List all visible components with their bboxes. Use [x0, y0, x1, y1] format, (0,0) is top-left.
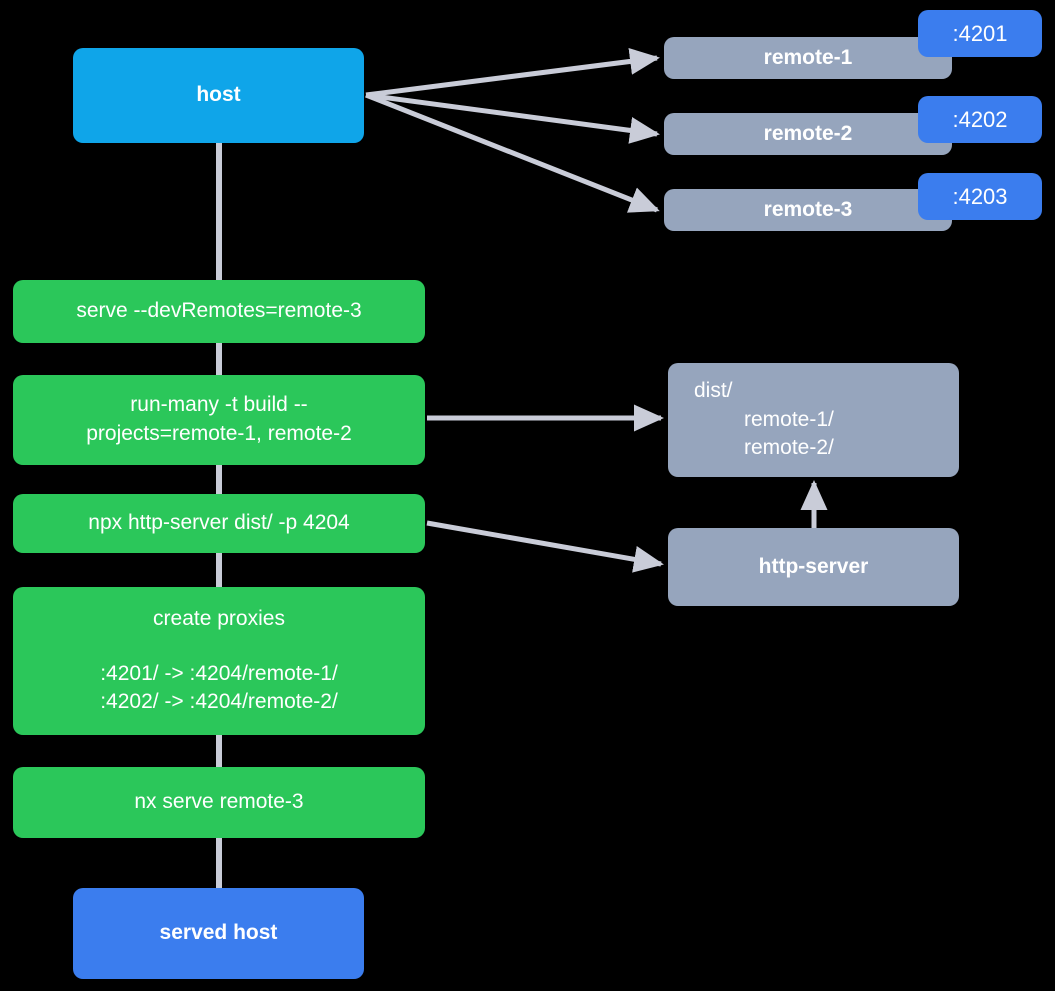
port-badge-remote-2: :4202 — [918, 96, 1042, 143]
port-badge-remote-2-label: :4202 — [952, 106, 1008, 132]
node-http-server[interactable]: http-server — [668, 528, 959, 606]
port-badge-remote-3-label: :4203 — [952, 183, 1008, 209]
node-remote-3-label: remote-3 — [763, 197, 853, 221]
command-run-many-build[interactable]: run-many -t build -- projects=remote-1, … — [13, 375, 425, 465]
dist-folder-tree: dist/ remote-1/ remote-2/ — [668, 377, 959, 463]
node-remote-2[interactable]: remote-2 — [664, 113, 952, 155]
command-npx-http-server[interactable]: npx http-server dist/ -p 4204 — [13, 494, 425, 553]
edge-host-to-remote-1 — [365, 48, 660, 98]
spine-npx-to-proxies — [216, 553, 222, 587]
node-remote-3[interactable]: remote-3 — [664, 189, 952, 231]
command-create-proxies[interactable]: create proxies :4201/ -> :4204/remote-1/… — [13, 587, 425, 735]
command-create-proxies-title: create proxies — [153, 607, 285, 631]
node-served-host-label: served host — [159, 921, 278, 945]
node-host[interactable]: host — [73, 48, 364, 143]
port-badge-remote-3: :4203 — [918, 173, 1042, 220]
dist-folder-line-3: remote-2/ — [744, 436, 834, 460]
command-serve-devremotes-label: serve --devRemotes=remote-3 — [76, 299, 362, 323]
proxy-rule-1: :4201/ -> :4204/remote-1/ — [100, 661, 338, 685]
node-dist-folder[interactable]: dist/ remote-1/ remote-2/ — [668, 363, 959, 477]
node-served-host[interactable]: served host — [73, 888, 364, 979]
spine-runmany-to-npx — [216, 465, 222, 494]
node-http-server-label: http-server — [758, 554, 869, 578]
command-run-many-line-2: projects=remote-1, remote-2 — [86, 422, 352, 445]
spine-nxserve-to-served — [216, 838, 222, 888]
command-nx-serve-remote-3[interactable]: nx serve remote-3 — [13, 767, 425, 838]
proxy-rule-2: :4202/ -> :4204/remote-2/ — [100, 690, 338, 714]
spine-host-to-serve — [216, 143, 222, 280]
dist-folder-line-1: dist/ — [694, 379, 733, 403]
node-host-label: host — [196, 83, 241, 107]
node-remote-2-label: remote-2 — [763, 121, 853, 145]
node-remote-1-label: remote-1 — [763, 45, 853, 69]
port-badge-remote-1-label: :4201 — [952, 20, 1008, 46]
command-nx-serve-remote-3-label: nx serve remote-3 — [134, 790, 304, 814]
spine-serve-to-runmany — [216, 343, 222, 375]
port-badge-remote-1: :4201 — [918, 10, 1042, 57]
edge-host-to-remote-2 — [365, 92, 660, 144]
dist-folder-line-2: remote-1/ — [744, 407, 834, 431]
edge-host-to-remote-3 — [365, 92, 660, 213]
command-npx-http-server-label: npx http-server dist/ -p 4204 — [88, 511, 350, 535]
command-serve-devremotes[interactable]: serve --devRemotes=remote-3 — [13, 280, 425, 343]
node-remote-1[interactable]: remote-1 — [664, 37, 952, 79]
spine-proxies-to-nxserve — [216, 735, 222, 767]
edge-npx-to-httpserver — [426, 520, 664, 573]
command-run-many-line-1: run-many -t build -- — [130, 393, 308, 417]
